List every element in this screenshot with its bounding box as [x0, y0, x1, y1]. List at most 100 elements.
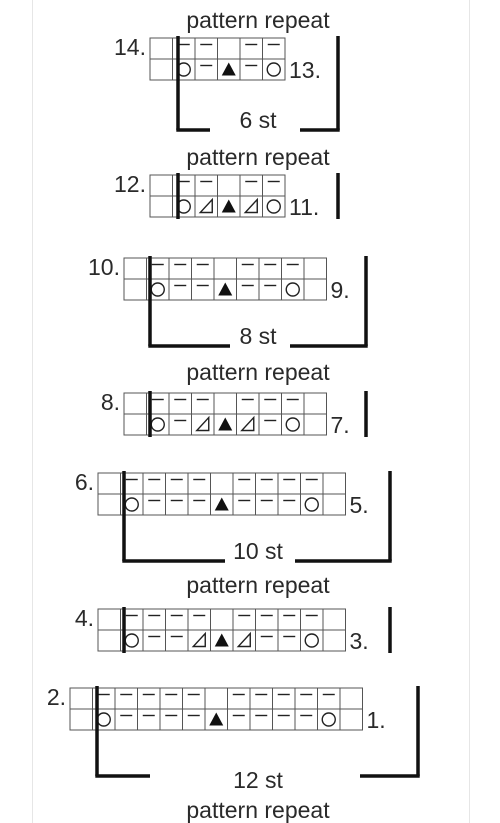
- row-number-label: 8.: [101, 389, 120, 415]
- chart-cell: [255, 608, 279, 631]
- chart-cell: [69, 687, 93, 710]
- chart-cell: [294, 708, 318, 731]
- chart-cell: [149, 37, 173, 60]
- chart-c2: [69, 686, 420, 778]
- double-decrease-triangle-symbol: [221, 62, 236, 76]
- chart-cell: [294, 687, 318, 710]
- chart-cell: [142, 629, 166, 652]
- row-number-label: 3.: [350, 628, 369, 654]
- chart-cell: [239, 174, 263, 197]
- chart-cell: [172, 195, 196, 218]
- row-number-label: 6.: [75, 469, 94, 495]
- row-number-label: 10.: [88, 254, 120, 280]
- chart-cell: [165, 493, 189, 516]
- decrease-slant-symbol: [236, 631, 251, 648]
- chart-cell: [165, 629, 189, 652]
- chart-cell: [239, 58, 263, 81]
- chart-cell: [97, 472, 121, 495]
- row-number-label: 2.: [47, 684, 66, 710]
- decrease-slant-symbol: [240, 415, 255, 432]
- caption-pattern-repeat: pattern repeat: [186, 572, 330, 598]
- double-decrease-triangle-symbol: [218, 417, 233, 431]
- chart-c4: [97, 607, 392, 653]
- chart-cell: [191, 392, 215, 415]
- row-number-label: 7.: [331, 412, 350, 438]
- chart-cell: [227, 687, 251, 710]
- yarn-over-circle-symbol: [285, 282, 300, 297]
- row-number-label: 13.: [289, 57, 321, 83]
- yarn-over-circle-symbol: [304, 497, 319, 512]
- chart-cell: [272, 687, 296, 710]
- row-number-label: 11.: [289, 194, 319, 220]
- row-number-label: 12.: [114, 171, 146, 197]
- chart-cell: [123, 413, 147, 436]
- chart-cell: [191, 257, 215, 280]
- yarn-over-circle-symbol: [266, 199, 281, 214]
- chart-cell: [149, 174, 173, 197]
- chart-cell: [300, 608, 324, 631]
- chart-cell: [204, 687, 228, 710]
- chart-cell: [281, 278, 305, 301]
- chart-cell: [339, 687, 363, 710]
- chart-cell: [168, 392, 192, 415]
- chart-cell: [303, 278, 327, 301]
- chart-cell: [317, 687, 341, 710]
- chart-cell: [239, 37, 263, 60]
- chart-cell: [236, 257, 260, 280]
- chart-cell: [277, 629, 301, 652]
- decrease-slant-symbol: [198, 197, 213, 214]
- chart-cell: [137, 687, 161, 710]
- chart-cell: [339, 708, 363, 731]
- chart-cell: [182, 687, 206, 710]
- chart-cell: [194, 37, 218, 60]
- yarn-over-circle-symbol: [285, 417, 300, 432]
- chart-cell: [159, 708, 183, 731]
- chart-cell: [322, 608, 346, 631]
- chart-cell: [191, 278, 215, 301]
- chart-cell: [300, 629, 324, 652]
- chart-cell: [258, 413, 282, 436]
- double-decrease-triangle-symbol: [214, 633, 229, 647]
- yarn-over-circle-symbol: [321, 712, 336, 727]
- chart-cell: [232, 608, 256, 631]
- double-decrease-triangle-symbol: [221, 199, 236, 213]
- chart-cell: [159, 687, 183, 710]
- double-decrease-triangle-symbol: [214, 497, 229, 511]
- chart-cell: [281, 392, 305, 415]
- yarn-over-circle-symbol: [304, 633, 319, 648]
- chart-cell: [300, 472, 324, 495]
- chart-cell: [142, 472, 166, 495]
- double-decrease-triangle-symbol: [209, 712, 224, 726]
- chart-cell: [249, 687, 273, 710]
- chart-cell: [262, 58, 286, 81]
- chart-cell: [236, 278, 260, 301]
- chart-cell: [210, 608, 234, 631]
- chart-cell: [210, 472, 234, 495]
- chart-cell: [187, 472, 211, 495]
- chart-cell: [97, 629, 121, 652]
- chart-cell: [137, 708, 161, 731]
- chart-cell: [213, 392, 237, 415]
- chart-cell: [300, 493, 324, 516]
- chart-cell: [281, 413, 305, 436]
- stitch-count-label: 8 st: [239, 323, 277, 349]
- chart-cell: [303, 392, 327, 415]
- chart-cell: [277, 472, 301, 495]
- chart-cell: [123, 392, 147, 415]
- chart-cell: [165, 608, 189, 631]
- chart-cell: [277, 608, 301, 631]
- chart-cell: [303, 257, 327, 280]
- row-number-label: 5.: [350, 492, 369, 518]
- chart-cell: [262, 174, 286, 197]
- chart-cell: [123, 278, 147, 301]
- chart-cell: [272, 708, 296, 731]
- stitch-count-label: 6 st: [239, 107, 277, 133]
- chart-cell: [97, 608, 121, 631]
- chart-cell: [69, 708, 93, 731]
- double-decrease-triangle-symbol: [218, 282, 233, 296]
- chart-cell: [172, 37, 196, 60]
- chart-cell: [168, 413, 192, 436]
- chart-cell: [262, 37, 286, 60]
- chart-cell: [123, 257, 147, 280]
- caption-pattern-repeat: pattern repeat: [186, 7, 330, 33]
